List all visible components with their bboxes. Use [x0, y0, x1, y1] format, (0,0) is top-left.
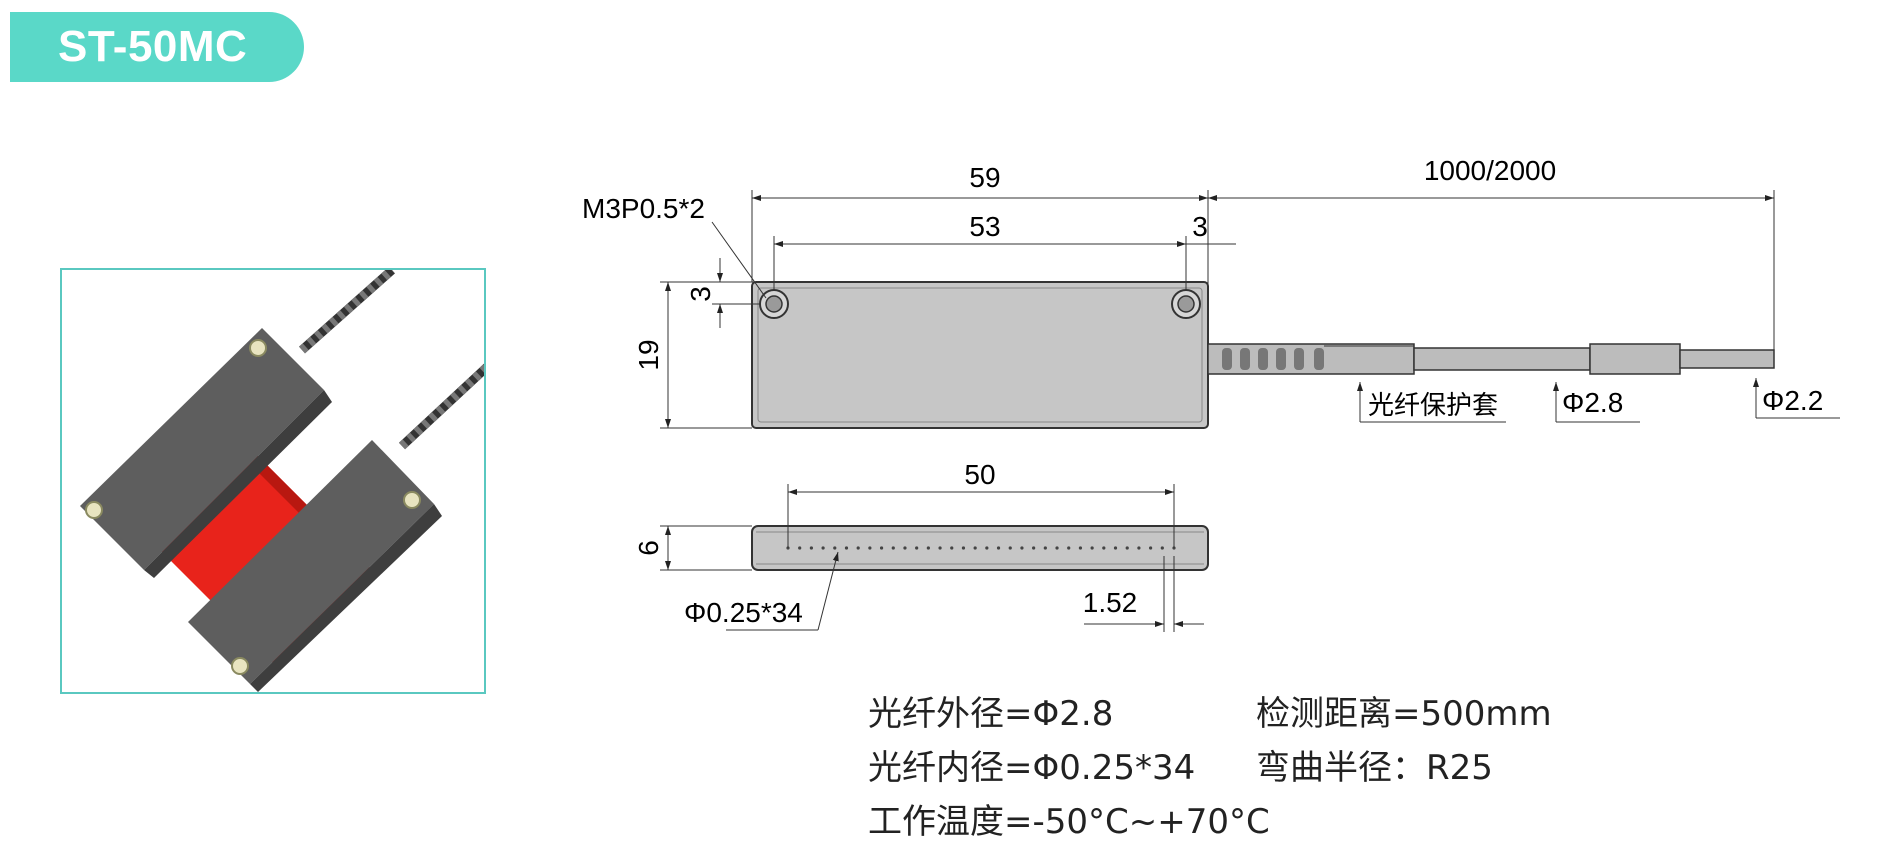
dim-hole-spacing: 53	[969, 211, 1000, 242]
fiber-hole-dot	[891, 546, 895, 550]
mounting-hole-right	[1171, 289, 1201, 319]
fiber-hole-dot	[1137, 546, 1141, 550]
fiber-hole-dot	[1055, 546, 1059, 550]
fiber-hole-dot	[1043, 546, 1047, 550]
fiber-hole-dot	[809, 546, 813, 550]
dim-thickness: 6	[633, 540, 664, 556]
fiber-hole-dot	[844, 546, 849, 550]
fiber-hole-dot	[1067, 546, 1071, 550]
fiber-hole-dot	[833, 546, 837, 550]
fiber-hole-array	[786, 546, 1176, 550]
label-holes: Φ0.25*34	[684, 597, 803, 628]
fiber-cable-upper	[299, 270, 395, 354]
fiber-hole-dot	[868, 546, 872, 550]
fiber-cable-drawing	[1207, 343, 1775, 375]
fiber-hole-dot	[915, 546, 919, 550]
fiber-hole-dot	[961, 546, 966, 550]
dim-total-length: 59	[969, 162, 1000, 193]
screw-label: M3P0.5*2	[582, 193, 705, 224]
fiber-hole-dot	[903, 546, 907, 550]
fiber-hole-dot	[798, 546, 802, 550]
fiber-hole-dot	[1078, 546, 1083, 550]
fiber-hole-dot	[950, 546, 954, 550]
label-fiber-sleeve: 光纤保护套	[1368, 390, 1498, 420]
product-photo	[60, 268, 486, 694]
spec-fiber-outer: 光纤外径=Φ2.8	[868, 694, 1114, 734]
sensor-block-upper	[80, 328, 332, 578]
fiber-cable-lower	[398, 363, 484, 450]
label-diameter-outer: Φ2.8	[1562, 387, 1623, 418]
fiber-hole-dot	[1102, 546, 1106, 550]
dim-hole-edge: 3	[1192, 211, 1208, 242]
dim-height: 19	[633, 339, 664, 370]
fiber-hole-dot	[856, 546, 860, 550]
label-diameter-tip: Φ2.2	[1762, 385, 1823, 416]
model-title: ST-50MC	[58, 22, 248, 71]
spec-bend-radius: 弯曲半径：R25	[1256, 748, 1493, 788]
dim-pitch: 1.52	[1083, 587, 1138, 618]
sensor-body-top-view	[751, 281, 1209, 429]
fiber-hole-dot	[973, 546, 977, 550]
fiber-hole-dot	[985, 546, 989, 550]
fiber-hole-dot	[1020, 546, 1024, 550]
product-illustration	[80, 270, 484, 692]
fiber-hole-dot	[1008, 546, 1012, 550]
spec-detect-distance: 检测距离=500mm	[1256, 694, 1552, 734]
fiber-hole-dot	[821, 546, 825, 550]
fiber-hole-dot	[1090, 546, 1094, 550]
sensor-body-front-view	[751, 525, 1209, 571]
dim-array-length: 50	[964, 459, 995, 490]
fiber-hole-dot	[1113, 546, 1118, 550]
fiber-hole-dot	[1149, 546, 1153, 550]
fiber-hole-dot	[996, 546, 1001, 550]
mounting-hole-left	[759, 289, 789, 319]
spec-fiber-inner: 光纤内径=Φ0.25*34	[868, 748, 1196, 788]
fiber-hole-dot	[1125, 546, 1129, 550]
fiber-hole-dot	[938, 546, 942, 550]
fiber-hole-dot	[1032, 546, 1036, 550]
dim-hole-vertical: 3	[685, 286, 716, 302]
fiber-hole-dot	[879, 546, 884, 550]
dim-cable-length: 1000/2000	[1424, 155, 1556, 186]
fiber-hole-dot	[926, 546, 930, 550]
fiber-hole-dot	[1160, 546, 1164, 550]
sensor-block-lower	[188, 440, 442, 692]
model-title-badge: ST-50MC	[10, 12, 304, 82]
spec-temperature: 工作温度=-50°C~+70°C	[868, 802, 1270, 842]
